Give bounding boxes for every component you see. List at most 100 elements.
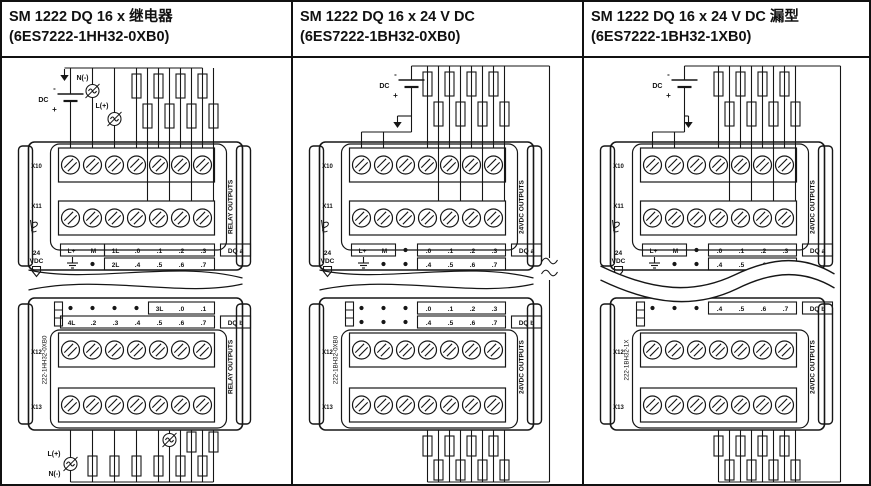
ground-symbol	[393, 116, 402, 128]
terminal-screw-slot	[464, 211, 479, 225]
module-flange	[817, 145, 834, 267]
terminal-screw	[461, 395, 482, 415]
led-indicator	[53, 301, 64, 327]
terminal-label: .3	[783, 248, 789, 255]
terminal-screw-slot	[777, 158, 792, 172]
terminal-screw-circle	[664, 340, 685, 360]
terminal-screw-slot	[420, 398, 435, 412]
terminal-screw-slot	[667, 211, 682, 225]
terminal-screw-circle	[351, 208, 372, 228]
unused-terminal-dot	[134, 305, 139, 311]
terminal-screw-slot	[129, 398, 144, 412]
terminal-screw-circle	[642, 395, 663, 415]
terminal-label-box	[59, 315, 216, 329]
unused-terminal-dot	[672, 305, 677, 311]
terminal-screw	[686, 208, 707, 228]
ac-source-symbol	[85, 83, 100, 99]
terminal-screw-circle	[170, 340, 191, 360]
vdc-label: 24	[324, 250, 332, 257]
terminal-screw-slot	[195, 158, 210, 172]
terminal-label: .5	[448, 262, 454, 269]
unused-terminal-dot	[403, 247, 408, 253]
terminal-screw-slot	[151, 398, 166, 412]
terminal-screw-circle	[417, 155, 438, 175]
terminal-strip	[348, 200, 507, 236]
terminal-screw-circle	[461, 208, 482, 228]
terminal-screw-slot	[755, 158, 770, 172]
terminal-label: .3	[492, 306, 498, 313]
terminal-strip	[639, 147, 798, 183]
terminal-screw-circle	[82, 395, 103, 415]
terminal-screw	[417, 395, 438, 415]
terminal-screw-circle	[439, 395, 460, 415]
terminal-screw-circle	[82, 155, 103, 175]
side-label: RELAY OUTPUTS	[228, 179, 235, 234]
terminal-screw	[752, 395, 773, 415]
module-flange	[235, 145, 252, 267]
load-resistor	[768, 101, 779, 127]
terminal-label-box	[103, 257, 216, 271]
terminal-screw-slot	[442, 398, 457, 412]
side-label: 24VDC OUTPUTS	[810, 180, 817, 234]
terminal-screw	[774, 340, 795, 360]
terminal-screw-circle	[126, 208, 147, 228]
load-resistor	[477, 459, 488, 481]
load-resistor	[488, 71, 499, 97]
terminal-label: .7	[783, 306, 789, 313]
module-flange	[817, 303, 834, 425]
terminal-screw-circle	[126, 395, 147, 415]
plus-label: +	[393, 91, 398, 100]
load-resistor	[477, 101, 488, 127]
terminal-screw-slot	[420, 343, 435, 357]
dq-group-box	[510, 315, 543, 329]
terminal-screw-circle	[483, 208, 504, 228]
terminal-screw-slot	[398, 158, 413, 172]
terminal-label: L+	[359, 248, 367, 255]
unused-terminal-dot	[112, 305, 117, 311]
break-symbol	[541, 269, 558, 277]
terminal-screw	[483, 208, 504, 228]
side-label: RELAY OUTPUTS	[228, 339, 235, 394]
load-resistor	[153, 455, 164, 477]
unused-terminal-dot	[90, 305, 95, 311]
terminal-screw-slot	[195, 398, 210, 412]
terminal-strip	[57, 387, 216, 423]
terminal-screw	[730, 155, 751, 175]
vdc-label: 24	[615, 250, 623, 257]
load-resistor	[455, 101, 466, 127]
terminal-screw-slot	[85, 398, 100, 412]
terminal-label: .7	[492, 320, 498, 327]
dq-group-box	[510, 243, 543, 257]
panel-title-line2: (6ES7222-1BH32-0XB0)	[300, 29, 461, 45]
break-band	[600, 260, 835, 302]
minus-label: -	[394, 70, 397, 79]
terminal-screw-circle	[60, 155, 81, 175]
panel-header: SM 1222 DQ 16 x 继电器 (6ES7222-1HH32-0XB0)	[2, 2, 291, 58]
bottom-field-wiring	[713, 430, 841, 483]
ac-source-symbol	[63, 456, 78, 472]
terminal-screw-circle	[461, 340, 482, 360]
terminal-screw	[642, 155, 663, 175]
terminal-screw-circle	[483, 395, 504, 415]
earth-symbol	[649, 257, 660, 269]
terminal-screw	[126, 340, 147, 360]
terminal-screw	[170, 155, 191, 175]
module-flange	[599, 303, 616, 425]
terminal-screw-slot	[711, 158, 726, 172]
terminal-screw-slot	[667, 158, 682, 172]
minus-label: -	[667, 70, 670, 79]
terminal-screw	[82, 208, 103, 228]
terminal-screw-circle	[708, 208, 729, 228]
side-label: 24VDC OUTPUTS	[810, 340, 817, 394]
ac-l-label: L(+)	[95, 103, 108, 110]
terminal-label: .1	[157, 248, 163, 255]
terminal-screw-circle	[730, 340, 751, 360]
terminal-label: .5	[157, 262, 163, 269]
x-ref-label: X11	[31, 204, 42, 210]
terminal-screw	[664, 340, 685, 360]
terminal-screw	[774, 155, 795, 175]
terminal-screw-slot	[689, 158, 704, 172]
unused-terminal-dot	[359, 305, 364, 311]
unused-terminal-dot	[403, 305, 408, 311]
module-break	[600, 260, 835, 303]
